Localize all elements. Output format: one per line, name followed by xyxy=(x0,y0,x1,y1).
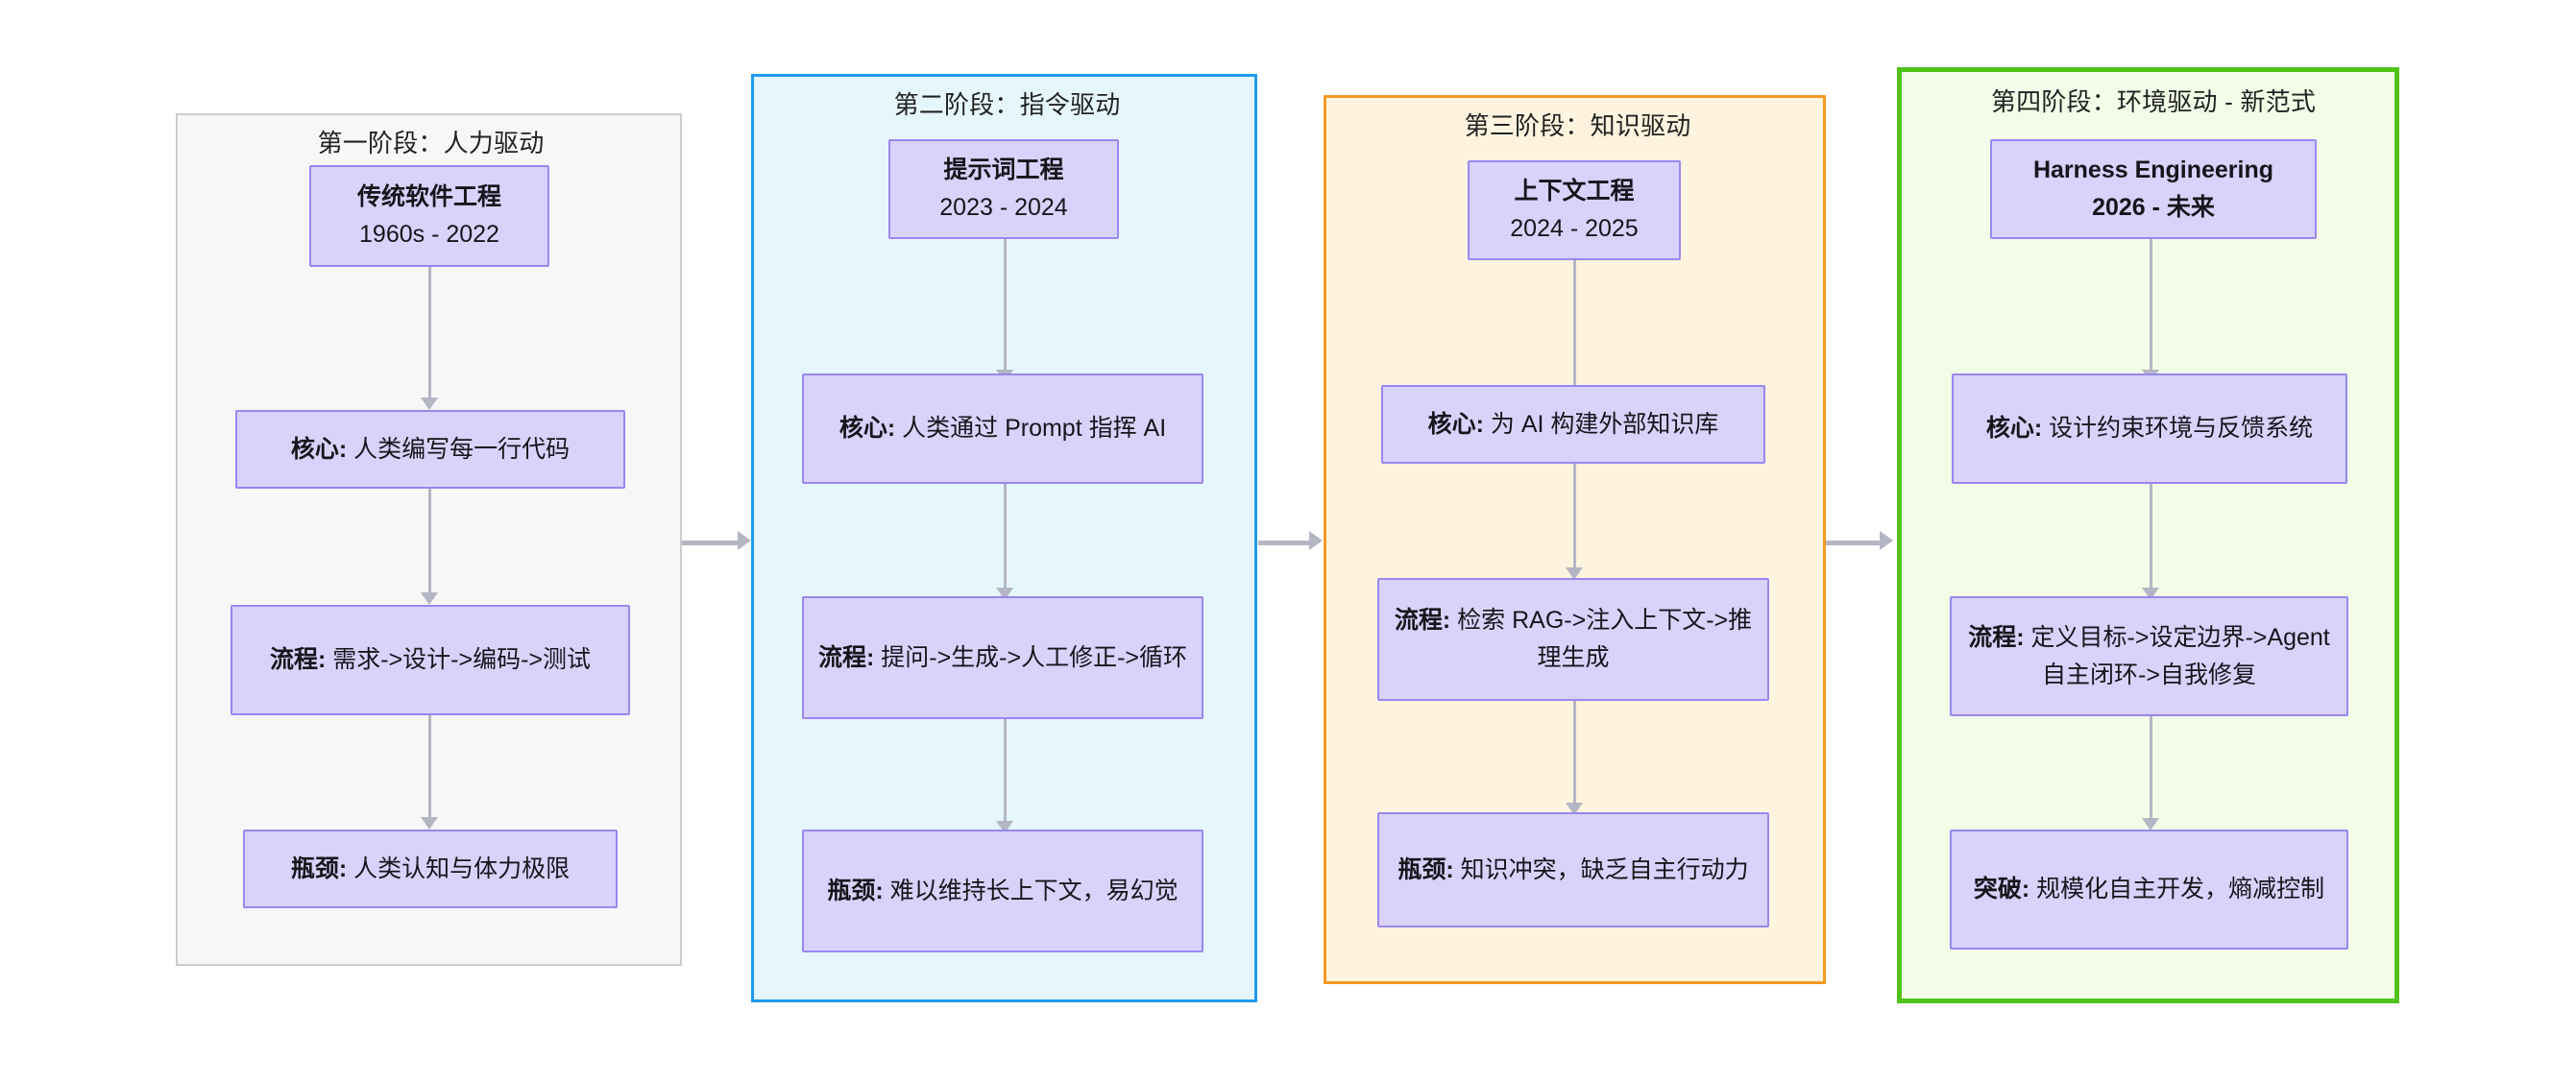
link-p1-head-core xyxy=(428,267,431,401)
node-p4-core-label: 核心: xyxy=(1985,415,2043,442)
node-p4-flow[interactable]: 流程: 定义目标->设定边界->Agent 自主闭环->自我修复 xyxy=(1950,596,2348,716)
node-p1-limit-text: 瓶颈: 人类认知与体力极限 xyxy=(258,851,602,888)
node-p1-flow-label: 流程: xyxy=(269,646,327,673)
node-p3-core-body: 为 AI 构建外部知识库 xyxy=(1483,410,1719,438)
node-p1-core-body: 人类编写每一行代码 xyxy=(347,435,571,463)
node-p2-head-subtitle: 2023 - 2024 xyxy=(939,194,1068,221)
link-p4-core-flow xyxy=(2150,484,2152,591)
link-p1-flow-limit xyxy=(428,715,431,821)
node-p2-core-text: 核心: 人类通过 Prompt 指挥 AI xyxy=(817,410,1188,447)
node-p1-flow[interactable]: 流程: 需求->设计->编码->测试 xyxy=(231,605,630,715)
node-p2-limit-body: 难以维持长上下文，易幻觉 xyxy=(883,877,1179,904)
node-p4-head-title: Harness Engineering xyxy=(2032,156,2274,183)
link-p4-head-core xyxy=(2150,239,2152,373)
node-p2-flow-label: 流程: xyxy=(817,643,875,671)
node-p2-head-title: 提示词工程 xyxy=(943,156,1064,183)
link-p2-core-flow xyxy=(1004,484,1007,591)
node-p2-limit-text: 瓶颈: 难以维持长上下文，易幻觉 xyxy=(817,873,1188,910)
arrow-p4-flow-limit xyxy=(2142,818,2159,830)
node-p2-flow-body: 提问->生成->人工修正->循环 xyxy=(874,643,1188,671)
node-p3-limit-text: 瓶颈: 知识冲突，缺乏自主行动力 xyxy=(1393,852,1754,889)
node-p1-head-title: 传统软件工程 xyxy=(356,183,501,210)
node-p4-core-text: 核心: 设计约束环境与反馈系统 xyxy=(1967,410,2332,447)
node-p2-limit-label: 瓶颈: xyxy=(827,877,884,904)
node-p1-flow-body: 需求->设计->编码->测试 xyxy=(326,646,592,673)
arrow-phase2-phase3 xyxy=(1309,531,1323,550)
link-p3-flow-limit xyxy=(1573,701,1576,806)
node-p1-flow-text: 流程: 需求->设计->编码->测试 xyxy=(246,641,615,679)
node-p1-core-label: 核心: xyxy=(290,435,348,463)
node-p1-limit-body: 人类认知与体力极限 xyxy=(347,854,571,882)
node-p4-limit-body: 规模化自主开发，熵减控制 xyxy=(2029,876,2325,902)
node-p2-core[interactable]: 核心: 人类通过 Prompt 指挥 AI xyxy=(802,373,1203,484)
node-p1-core[interactable]: 核心: 人类编写每一行代码 xyxy=(235,410,625,489)
node-p2-core-body: 人类通过 Prompt 指挥 AI xyxy=(895,415,1167,442)
node-p3-flow-body: 检索 RAG->注入上下文->推理生成 xyxy=(1450,607,1753,671)
node-p3-head-subtitle: 2024 - 2025 xyxy=(1510,215,1639,242)
node-p3-head-title: 上下文工程 xyxy=(1514,178,1635,205)
link-phase2-phase3 xyxy=(1258,541,1311,545)
node-p1-head[interactable]: 传统软件工程 1960s - 2022 xyxy=(309,165,549,267)
node-p1-core-text: 核心: 人类编写每一行代码 xyxy=(251,431,610,469)
node-p2-flow[interactable]: 流程: 提问->生成->人工修正->循环 xyxy=(802,596,1203,719)
node-p3-limit[interactable]: 瓶颈: 知识冲突，缺乏自主行动力 xyxy=(1377,812,1769,927)
node-p3-core-label: 核心: xyxy=(1427,410,1484,438)
node-p4-limit-text: 突破: 规模化自主开发，熵减控制 xyxy=(1965,871,2333,908)
node-p4-core-body: 设计约束环境与反馈系统 xyxy=(2042,415,2314,442)
link-p4-flow-limit xyxy=(2150,716,2152,822)
link-p1-core-flow xyxy=(428,489,431,596)
arrow-phase1-phase2 xyxy=(738,531,751,550)
link-phase1-phase2 xyxy=(682,541,740,545)
node-p2-core-label: 核心: xyxy=(838,415,896,442)
node-p4-head-subtitle: 2026 - 未来 xyxy=(2092,194,2215,221)
phase-title-1: 第一阶段：人力驱动 xyxy=(317,129,545,157)
arrow-p3-flow-limit xyxy=(1566,803,1583,815)
node-p4-head[interactable]: Harness Engineering 2026 - 未来 xyxy=(1990,139,2317,239)
node-p3-flow[interactable]: 流程: 检索 RAG->注入上下文->推理生成 xyxy=(1377,578,1769,701)
node-p2-limit[interactable]: 瓶颈: 难以维持长上下文，易幻觉 xyxy=(802,830,1203,952)
node-p4-core[interactable]: 核心: 设计约束环境与反馈系统 xyxy=(1952,373,2347,484)
node-p1-limit[interactable]: 瓶颈: 人类认知与体力极限 xyxy=(243,830,618,908)
node-p4-limit-label: 突破: xyxy=(1973,876,2030,902)
node-p4-flow-label: 流程: xyxy=(1968,623,2025,651)
node-p3-core[interactable]: 核心: 为 AI 构建外部知识库 xyxy=(1381,385,1765,464)
node-p1-limit-label: 瓶颈: xyxy=(290,854,348,882)
phase-title-3: 第三阶段：知识驱动 xyxy=(1464,111,1691,140)
node-p3-core-text: 核心: 为 AI 构建外部知识库 xyxy=(1397,406,1750,444)
node-p2-flow-text: 流程: 提问->生成->人工修正->循环 xyxy=(817,639,1188,677)
arrow-p3-core-flow xyxy=(1566,567,1583,580)
phase-title-2: 第二阶段：指令驱动 xyxy=(893,90,1121,119)
node-p4-flow-body: 定义目标->设定边界->Agent 自主闭环->自我修复 xyxy=(2024,623,2330,688)
node-p3-limit-label: 瓶颈: xyxy=(1397,855,1454,883)
arrow-phase3-phase4 xyxy=(1880,531,1893,550)
node-p3-flow-text: 流程: 检索 RAG->注入上下文->推理生成 xyxy=(1393,602,1754,677)
node-p3-limit-body: 知识冲突，缺乏自主行动力 xyxy=(1453,855,1749,883)
link-phase3-phase4 xyxy=(1826,541,1882,545)
node-p1-head-subtitle: 1960s - 2022 xyxy=(359,221,499,248)
link-p3-core-flow xyxy=(1573,464,1576,571)
node-p4-flow-text: 流程: 定义目标->设定边界->Agent 自主闭环->自我修复 xyxy=(1965,619,2333,694)
link-p2-head-core xyxy=(1004,239,1007,373)
arrow-p1-core-flow xyxy=(421,592,438,605)
node-p2-head[interactable]: 提示词工程 2023 - 2024 xyxy=(888,139,1119,239)
node-p4-limit[interactable]: 突破: 规模化自主开发，熵减控制 xyxy=(1950,830,2348,950)
node-p3-flow-label: 流程: xyxy=(1394,607,1451,634)
phase-title-4: 第四阶段：环境驱动 - 新范式 xyxy=(1990,87,2317,116)
node-p3-head[interactable]: 上下文工程 2024 - 2025 xyxy=(1468,160,1681,260)
arrow-p1-head-core xyxy=(421,397,438,410)
arrow-p1-flow-limit xyxy=(421,817,438,830)
link-p2-flow-limit xyxy=(1004,719,1007,825)
link-p3-head-core xyxy=(1573,260,1576,395)
